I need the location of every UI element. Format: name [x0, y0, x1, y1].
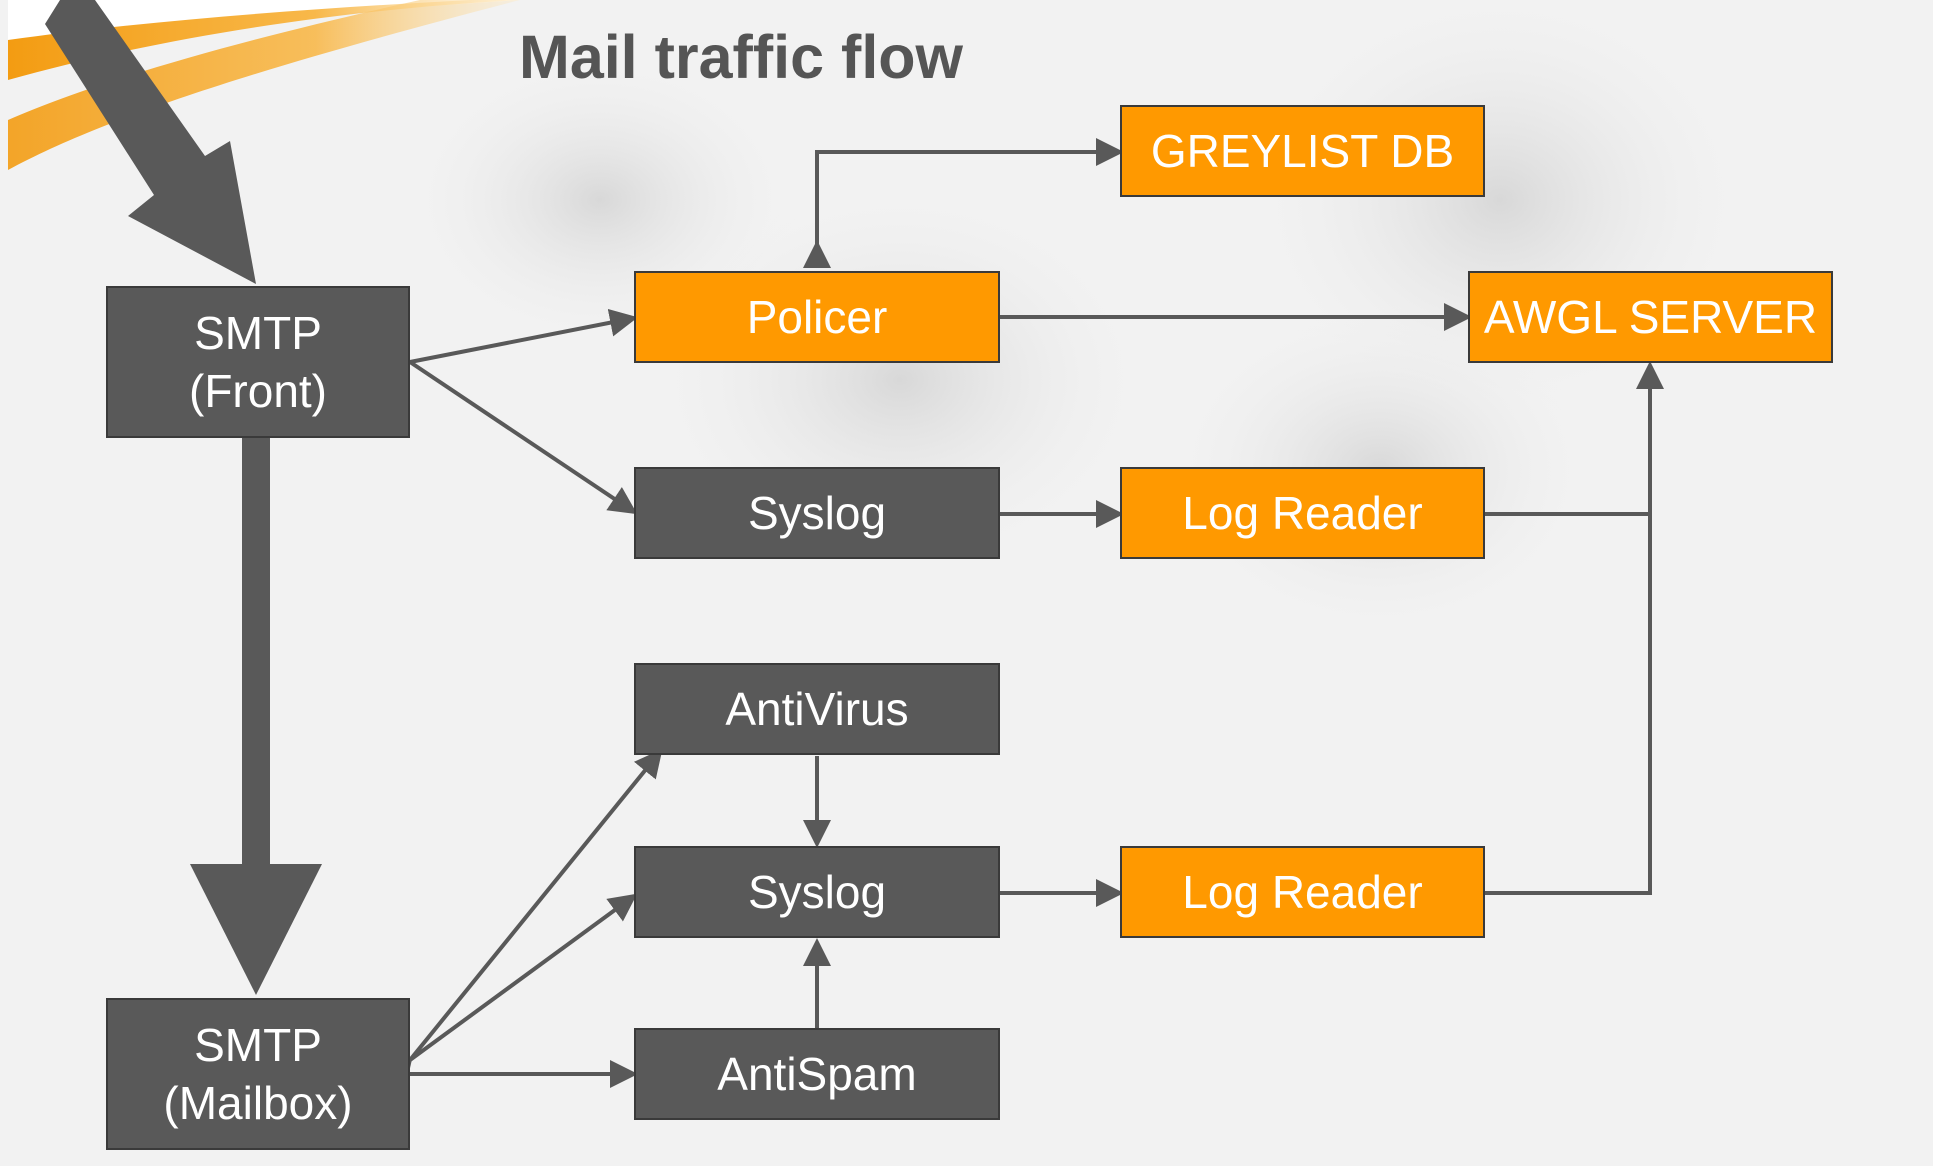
edge-smtpfront-policer [383, 308, 638, 381]
node-antivirus: AntiVirus [634, 663, 1000, 755]
node-policer-label: Policer [746, 291, 888, 343]
node-smtp-front: SMTP (Front) [106, 286, 410, 438]
front-to-mailbox-arrow [190, 437, 322, 995]
node-log-reader-bottom-label: Log Reader [1182, 866, 1423, 918]
node-smtp-mailbox: SMTP (Mailbox) [106, 998, 410, 1150]
incoming-mail-arrow [45, 0, 256, 284]
edge-policer-greylist [803, 138, 1124, 268]
node-awgl-server: AWGL SERVER [1468, 271, 1833, 363]
node-syslog-bottom-label: Syslog [747, 866, 887, 918]
node-log-reader-top: Log Reader [1120, 467, 1485, 559]
node-syslog-top-label: Syslog [747, 487, 887, 539]
node-log-reader-top-label: Log Reader [1182, 487, 1423, 539]
node-smtp-mailbox-line1: SMTP [194, 1019, 322, 1071]
node-greylist-db-label: GREYLIST DB [1150, 125, 1455, 177]
node-smtp-mailbox-line2: (Mailbox) [163, 1077, 353, 1129]
node-greylist-db: GREYLIST DB [1120, 105, 1485, 197]
node-smtp-front-line2: (Front) [189, 365, 327, 417]
node-antivirus-label: AntiVirus [725, 683, 909, 735]
edge-mailbox-syslog [382, 893, 638, 1086]
node-antispam: AntiSpam [634, 1028, 1000, 1120]
edge-logreader-bottom-awgl [1485, 514, 1652, 895]
node-antispam-label: AntiSpam [717, 1048, 917, 1100]
edge-logreader-top-awgl [1485, 361, 1664, 516]
node-syslog-top: Syslog [634, 467, 1000, 559]
node-policer: Policer [634, 271, 1000, 363]
node-awgl-server-label: AWGL SERVER [1483, 291, 1818, 343]
node-log-reader-bottom: Log Reader [1120, 846, 1485, 938]
node-smtp-front-line1: SMTP [194, 307, 322, 359]
page-title: Mail traffic flow [519, 23, 963, 91]
edge-smtpfront-syslog [408, 360, 638, 515]
node-syslog-bottom: Syslog [634, 846, 1000, 938]
